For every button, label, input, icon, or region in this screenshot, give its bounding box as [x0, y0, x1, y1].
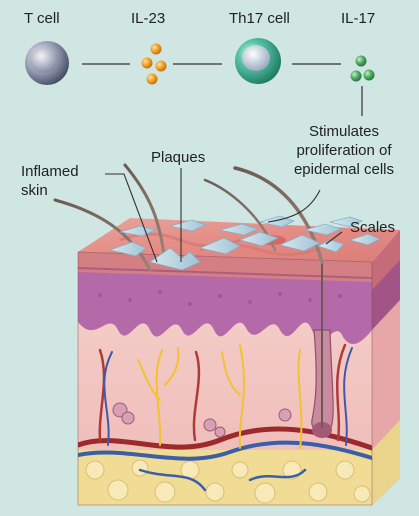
t-cell-icon: [25, 41, 69, 85]
il23-molecules-icon: [142, 44, 167, 85]
il23-label: IL-23: [131, 10, 165, 28]
th17-cell-label: Th17 cell: [229, 10, 290, 28]
stimulates-line-1: Stimulates: [268, 122, 419, 141]
inflamed-skin-label: Inflamed skin: [21, 162, 79, 200]
stimulates-line-2: proliferation of: [268, 141, 419, 160]
plaques-label: Plaques: [151, 149, 205, 167]
il17-label: IL-17: [341, 10, 375, 28]
stimulates-line-3: epidermal cells: [268, 160, 419, 179]
pathway-row: [25, 38, 375, 85]
il17-molecules-icon: [351, 56, 375, 82]
stimulates-label: Stimulates proliferation of epidermal ce…: [268, 122, 419, 179]
scales-label: Scales: [350, 219, 395, 237]
inflamed-line-2: skin: [21, 181, 79, 200]
inflamed-line-1: Inflamed: [21, 162, 79, 181]
t-cell-label: T cell: [24, 10, 60, 28]
skin-block: [78, 218, 400, 505]
th17-cell-icon: [235, 38, 281, 84]
